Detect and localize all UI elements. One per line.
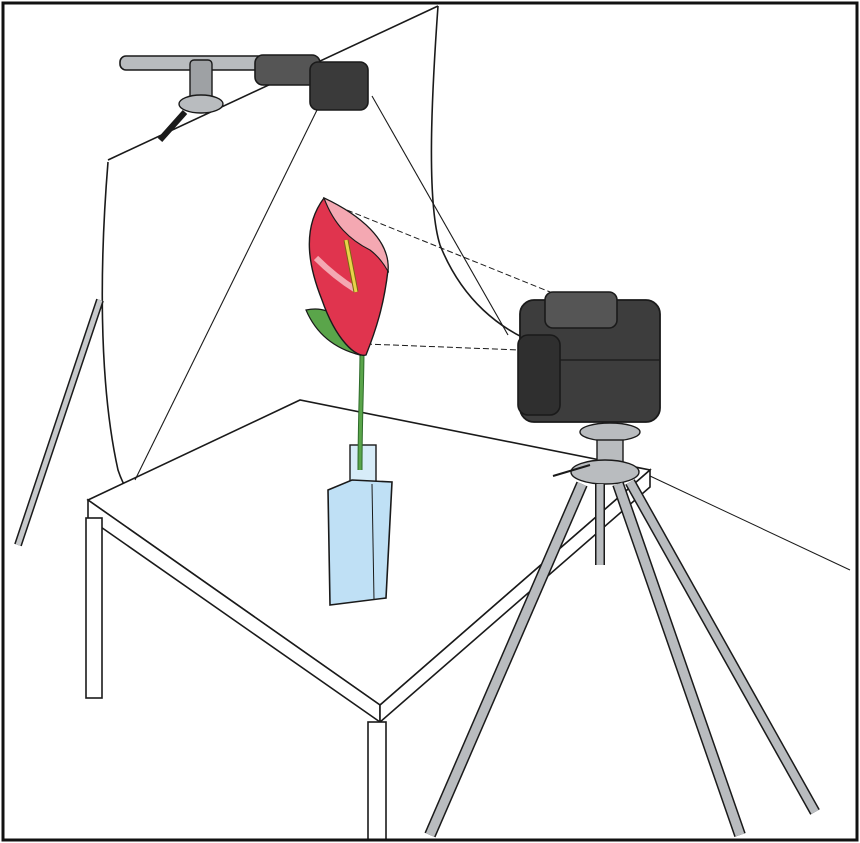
backdrop-stand <box>14 298 104 547</box>
light-beam <box>134 95 509 481</box>
tripod-crown <box>570 459 640 485</box>
tripod-head <box>579 422 641 442</box>
table-leg-left <box>85 517 103 699</box>
sight-lines <box>321 199 851 571</box>
vase <box>327 444 393 606</box>
calla-lily <box>305 196 390 471</box>
camera <box>517 291 661 423</box>
tripod-leg-right <box>626 480 819 814</box>
vase-body <box>327 479 393 606</box>
boom-clamp <box>189 59 213 101</box>
camera-lens <box>517 334 561 416</box>
lamp-assembly <box>119 54 369 142</box>
stem <box>358 349 364 471</box>
camera-prism <box>544 291 618 329</box>
spadix <box>344 239 358 293</box>
boom-knob <box>178 94 224 114</box>
backdrop-right-curve <box>430 5 541 346</box>
tripod <box>424 422 820 838</box>
table-leg-front <box>367 721 387 841</box>
tripod-leg-middle <box>613 482 745 837</box>
vase-neck <box>349 444 377 486</box>
lamp-housing <box>309 61 369 111</box>
tripod-leg-left <box>425 482 587 837</box>
